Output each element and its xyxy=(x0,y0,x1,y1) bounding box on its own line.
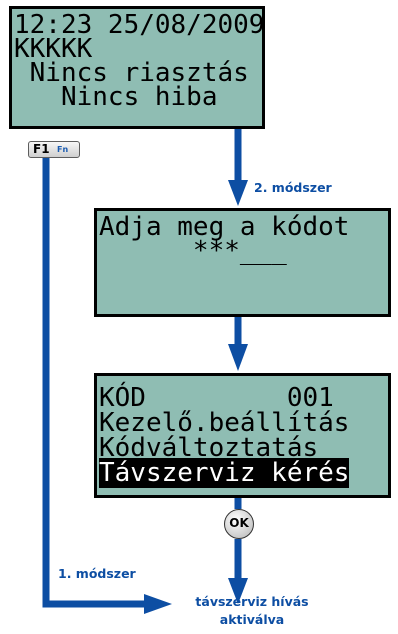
lcd-screen-menu: KÓD 001 Kezelő.beállítás Kódváltoztatás … xyxy=(94,373,391,498)
lcd-line-prompt: Adja meg a kódot xyxy=(99,212,350,242)
result-label-line1: távszerviz hívás xyxy=(195,594,309,609)
fn-key-label: Fn xyxy=(57,145,69,154)
lcd-line-menu-settings: Kezelő.beállítás xyxy=(99,408,350,438)
f1-fn-key[interactable]: F1 Fn xyxy=(28,141,80,158)
arrowhead-to-menu xyxy=(228,344,248,371)
lcd-line-menu-code-change: Kódváltoztatás xyxy=(99,433,319,463)
result-label-line2: aktiválva xyxy=(219,612,285,627)
arrowhead-method1 xyxy=(144,594,172,614)
lcd-screen-code-entry: Adja meg a kódot ***___ xyxy=(94,208,391,317)
arrowhead-to-code-entry xyxy=(228,180,248,206)
f1-key-label: F1 xyxy=(33,142,50,156)
lcd-line-menu-remote-service: Távszerviz kérés xyxy=(99,458,350,488)
lcd-screen-idle: 12:23 25/08/2009 KKKKK Nincs riasztás Ni… xyxy=(9,6,265,129)
method1-path xyxy=(42,158,146,608)
arrowhead-to-result xyxy=(228,578,248,604)
lcd-line-datetime: 12:23 25/08/2009 xyxy=(14,10,265,40)
ok-button[interactable]: OK xyxy=(224,509,254,539)
lcd-line-fault: Nincs hiba xyxy=(14,82,218,112)
lcd-line-alarm: Nincs riasztás xyxy=(14,58,249,88)
lcd-line-status: KKKKK xyxy=(14,34,93,64)
method1-label: 1. módszer xyxy=(58,566,136,581)
lcd-line-code-mask: ***___ xyxy=(99,236,287,266)
method2-label: 2. módszer xyxy=(254,180,332,195)
lcd-line-code-number: KÓD 001 xyxy=(99,383,334,413)
